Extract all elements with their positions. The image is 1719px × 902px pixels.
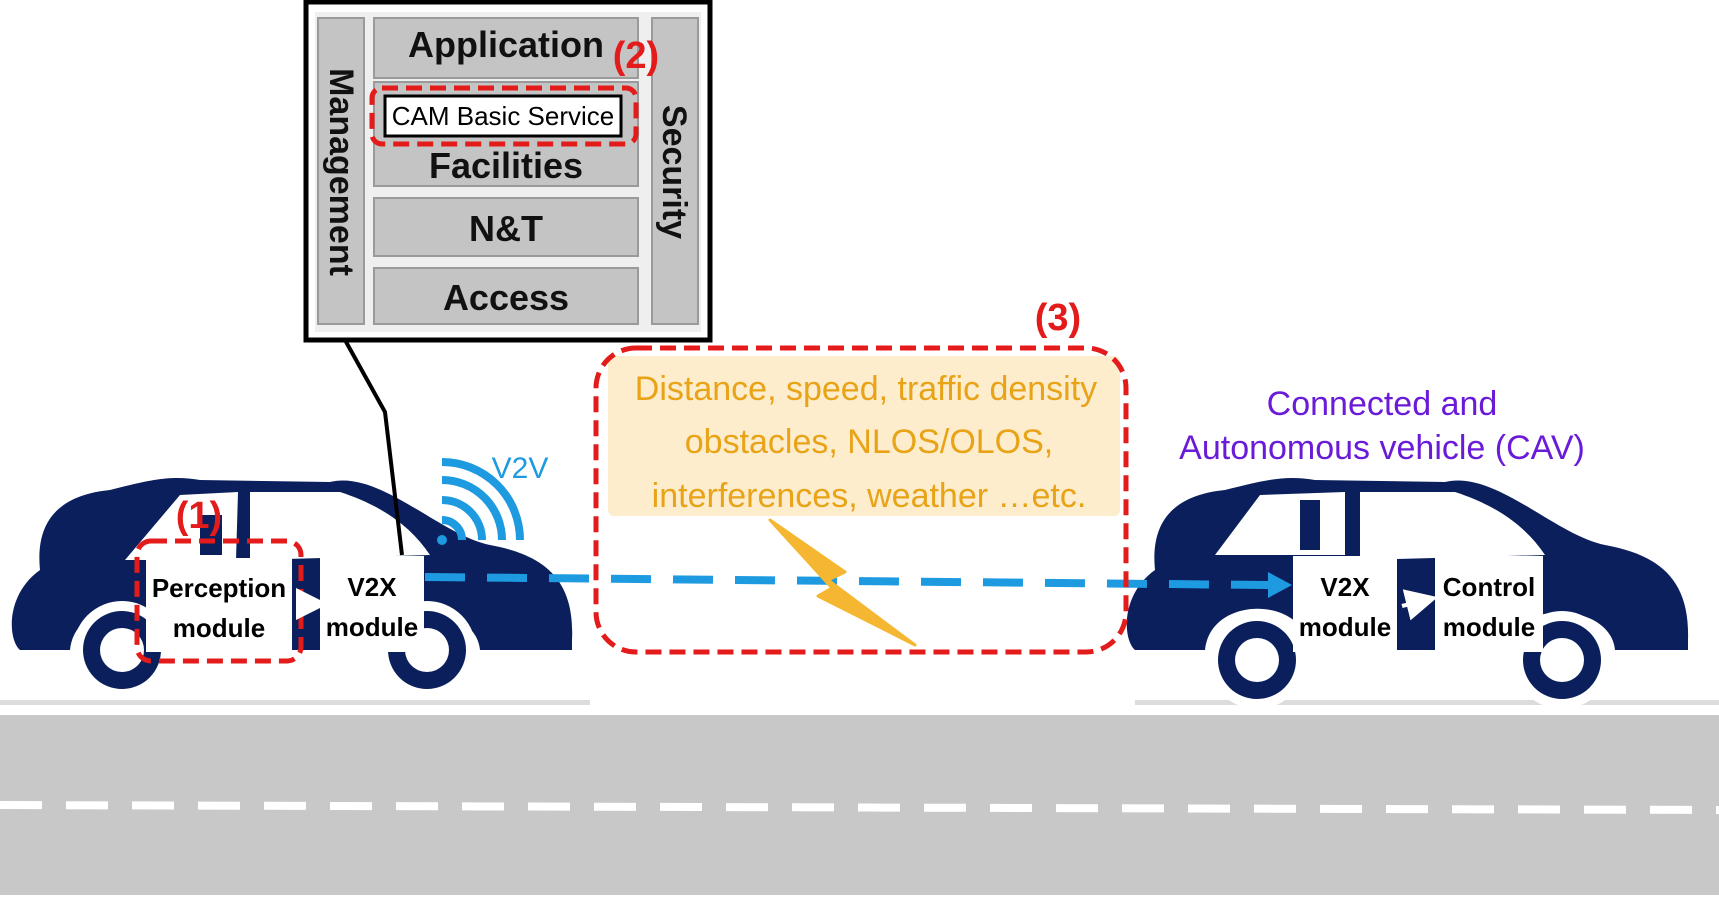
management-label: Management	[322, 68, 360, 276]
its-stack: Application CAM Basic Service Facilities…	[303, 0, 713, 343]
v2v-link-arrowhead	[1268, 572, 1292, 598]
control-module-label-1: Control	[1443, 572, 1535, 602]
management-layer	[317, 17, 365, 325]
v2v-label: V2V	[492, 452, 549, 485]
cam-basic-service-box	[383, 94, 623, 138]
road	[0, 700, 1719, 895]
left-v2x-module-label-1: V2X	[347, 572, 397, 602]
right-v2x-module-label-1: V2X	[1320, 572, 1370, 602]
right-car-icon	[1126, 478, 1689, 709]
stack-connector-line	[343, 339, 404, 556]
conditions-line-1: Distance, speed, traffic density	[635, 370, 1097, 408]
conditions-line-2: obstacles, NLOS/OLOS,	[685, 423, 1054, 461]
marker-3-dashed-box	[593, 345, 1129, 655]
marker-3-label: (3)	[1035, 297, 1081, 339]
perception-module-box	[146, 558, 292, 652]
access-layer	[373, 267, 639, 325]
right-v2x-module-box	[1293, 556, 1397, 652]
control-module-box	[1435, 556, 1543, 652]
right-v2x-module-label-2: module	[1299, 612, 1391, 642]
cam-basic-service-label: CAM Basic Service	[392, 101, 615, 131]
conditions-line-3: interferences, weather …etc.	[652, 477, 1087, 515]
v2v-signal-icon	[437, 458, 524, 545]
access-label: Access	[443, 277, 569, 318]
left-v2x-module-label-2: module	[326, 612, 418, 642]
perception-module-label-1: Perception	[152, 573, 286, 603]
application-layer	[373, 17, 639, 79]
security-layer	[651, 17, 699, 325]
application-label: Application	[408, 24, 604, 65]
facilities-label: Facilities	[429, 145, 583, 186]
v2x-to-control-arrow	[1401, 589, 1438, 621]
security-label: Security	[655, 105, 693, 239]
conditions-panel	[608, 356, 1120, 516]
cav-label-1: Connected and	[1267, 385, 1498, 423]
cav-label-2: Autonomous vehicle (CAV)	[1179, 429, 1585, 467]
road-centerline	[0, 801, 1719, 814]
perception-module-label-2: module	[173, 613, 265, 643]
control-module-label-2: module	[1443, 612, 1535, 642]
marker-2-label: (2)	[613, 35, 659, 77]
nt-label: N&T	[469, 208, 543, 249]
marker-1-label: (1)	[176, 495, 222, 537]
marker-2-dashed-box	[369, 85, 639, 147]
left-v2x-module-box	[320, 556, 424, 652]
interference-lightning-icon	[768, 518, 917, 647]
nt-layer	[373, 197, 639, 257]
